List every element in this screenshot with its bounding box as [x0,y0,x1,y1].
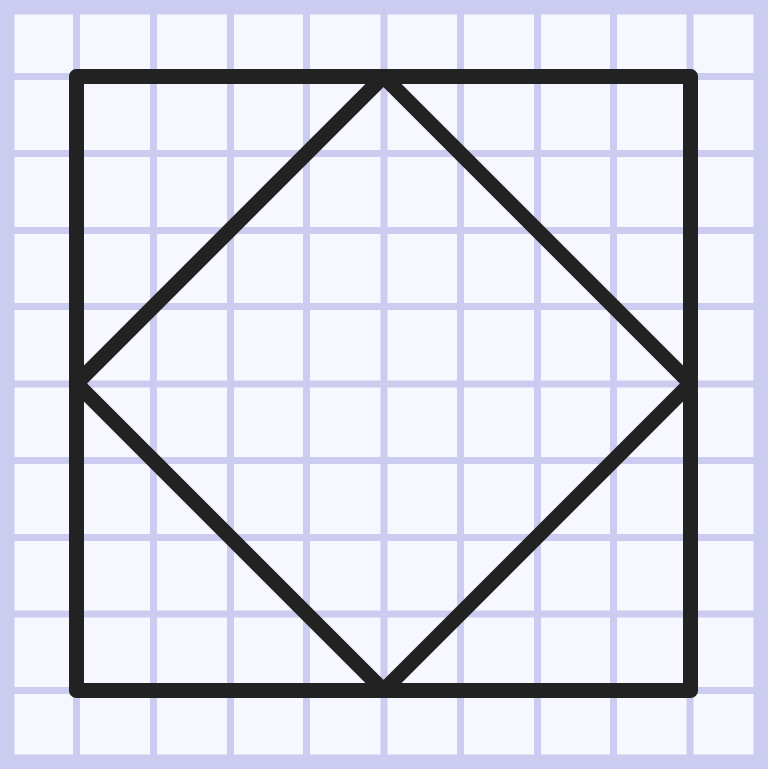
outer-square [69,69,698,698]
grid-cell [617,541,687,611]
grid-cell [310,14,381,73]
grid-cell [541,694,610,755]
grid-cell [541,80,610,150]
grid-cell [464,617,534,687]
grid-cell [14,387,73,457]
grid-cell [80,694,150,755]
grid-cell [80,157,150,227]
grid-cell [157,157,227,227]
grid-cell [617,617,687,687]
grid-cell [464,464,534,534]
grid-cell [617,464,687,534]
grid-cell [387,234,457,303]
grid-cell [464,234,534,303]
grid-cell [387,310,457,381]
grid-cell [693,541,754,611]
grid-cell [157,387,227,457]
grid-cell [617,234,687,303]
grid-cell [234,617,303,687]
grid-cell [541,387,610,457]
grid-cell [157,541,227,611]
grid-cell [14,694,73,755]
grid-cell [234,694,303,755]
grid-cell [387,387,457,457]
grid-cell [234,464,303,534]
grid-cell [693,14,754,73]
grid-cell [234,387,303,457]
grid-cell [310,310,381,381]
grid-cell [541,310,610,381]
grid-cell [80,464,150,534]
grid-cell [80,14,150,73]
inner-diamond [69,69,698,698]
grid-cell [387,694,457,755]
grid-cell [14,80,73,150]
grid-cell [80,617,150,687]
grid-cell [617,80,687,150]
grid-cell [157,80,227,150]
grid-cell [310,234,381,303]
grid-cell [80,234,150,303]
grid-cell [310,694,381,755]
grid-cell [693,234,754,303]
grid-cell [693,157,754,227]
grid-cell [14,617,73,687]
grid-cell [157,310,227,381]
grid-cell [617,157,687,227]
grid-cell [310,387,381,457]
grid-cell [464,14,534,73]
grid-cell [541,157,610,227]
grid-cell [387,464,457,534]
grid-cell [387,14,457,73]
grid-cell [693,80,754,150]
grid-cell [80,80,150,150]
grid-cell [464,694,534,755]
grid-cell [14,310,73,381]
grid-cell [693,310,754,381]
grid-cell [464,80,534,150]
grid-cell [541,14,610,73]
grid-cell [157,617,227,687]
grid-cell [541,617,610,687]
grid-cell [693,387,754,457]
grid-cell [234,14,303,73]
grid-cell [617,14,687,73]
grid-cell [14,14,73,73]
grid-cell [14,157,73,227]
grid-cell [157,694,227,755]
grid-cell [234,80,303,150]
grid-cell [310,541,381,611]
grid-cell [14,234,73,303]
geometric-figure [69,69,698,698]
grid-cell [14,464,73,534]
grid-cell [80,541,150,611]
grid-cell [234,310,303,381]
grid-cell [617,694,687,755]
grid-cell [464,310,534,381]
grid-cell [693,464,754,534]
grid-cell [14,541,73,611]
grid-cell [234,234,303,303]
grid-cell [693,694,754,755]
grid-cell [157,14,227,73]
grid-cell [464,387,534,457]
grid-cell [693,617,754,687]
grid-cell [387,541,457,611]
grid-cell [541,541,610,611]
grid-cell [310,157,381,227]
grid-cell [387,157,457,227]
grid-cell [310,464,381,534]
